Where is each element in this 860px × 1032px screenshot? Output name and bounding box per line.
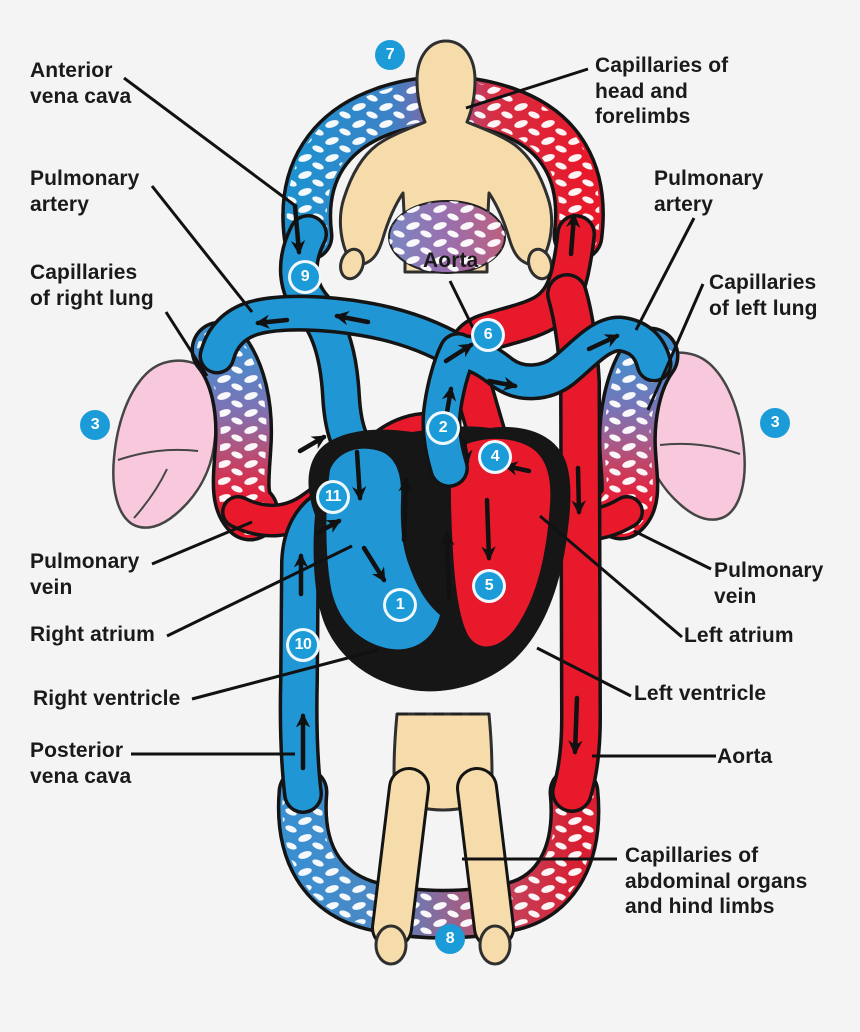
label-capillaries-head: Capillaries of head and forelimbs: [595, 54, 729, 129]
badge-8: 8: [435, 924, 465, 954]
pointer-line-anterior-vena-cava: [123, 76, 298, 209]
left-hand: [339, 247, 365, 281]
label-right-ventricle: Right ventricle: [33, 687, 181, 710]
pointer-line-left-ventricle: [536, 646, 632, 698]
label-aorta-bottom: Aorta: [717, 745, 773, 768]
badge-3-right: 3: [760, 408, 790, 438]
pointer-line-pulmonary-artery-right: [634, 217, 696, 331]
right-foot: [478, 924, 512, 966]
right-lung-capillaries: [220, 350, 250, 512]
label-pulmonary-artery-right: Pulmonary artery: [654, 167, 764, 216]
pointer-line-pulmonary-vein-right: [633, 529, 712, 571]
label-left-atrium: Left atrium: [684, 624, 794, 647]
label-capillaries-abdominal: Capillaries of abdominal organs and hind…: [625, 844, 808, 919]
label-anterior-vena-cava: Anterior vena cava: [30, 59, 132, 108]
label-aorta-top: Aorta: [423, 249, 479, 272]
label-pulmonary-vein-right: Pulmonary vein: [714, 559, 824, 608]
chest-capillary-mesh: [388, 200, 506, 274]
right-lung: [112, 359, 218, 529]
left-foot: [374, 924, 408, 966]
badge-11: 11: [316, 480, 350, 514]
badge-5: 5: [472, 569, 506, 603]
badge-1: 1: [383, 588, 417, 622]
label-pulmonary-artery-left: Pulmonary artery: [30, 167, 140, 216]
pointer-line-pulmonary-artery-left: [150, 185, 254, 313]
pointer-line-capillaries-left-lung: [646, 283, 705, 411]
badge-4: 4: [478, 440, 512, 474]
label-capillaries-right-lung: Capillaries of right lung: [30, 261, 154, 310]
badge-10: 10: [286, 628, 320, 662]
label-pulmonary-vein-left: Pulmonary vein: [30, 550, 140, 599]
upper-body-figure: [338, 39, 554, 281]
pointer-line-capillaries-right-lung: [164, 311, 209, 377]
label-right-atrium: Right atrium: [30, 623, 155, 646]
label-capillaries-left-lung: Capillaries of left lung: [709, 271, 818, 320]
pointer-line-left-atrium: [539, 514, 683, 639]
pointer-lines: [123, 67, 716, 861]
badge-7: 7: [375, 40, 405, 70]
label-posterior-vena-cava: Posterior vena cava: [30, 739, 132, 788]
pointer-line-right-ventricle: [191, 648, 379, 701]
label-left-ventricle: Left ventricle: [634, 682, 767, 705]
pointer-line-right-atrium: [166, 544, 353, 638]
heart-flow-arrows: [314, 438, 496, 600]
badge-3-left: 3: [80, 410, 110, 440]
badge-9: 9: [288, 260, 322, 294]
badge-6: 6: [471, 318, 505, 352]
pointer-line-capillaries-head: [465, 67, 589, 110]
left-leg: [374, 770, 427, 946]
badge-2: 2: [426, 411, 460, 445]
right-hand: [527, 247, 553, 281]
pointer-line-pulmonary-vein-left: [151, 520, 253, 566]
